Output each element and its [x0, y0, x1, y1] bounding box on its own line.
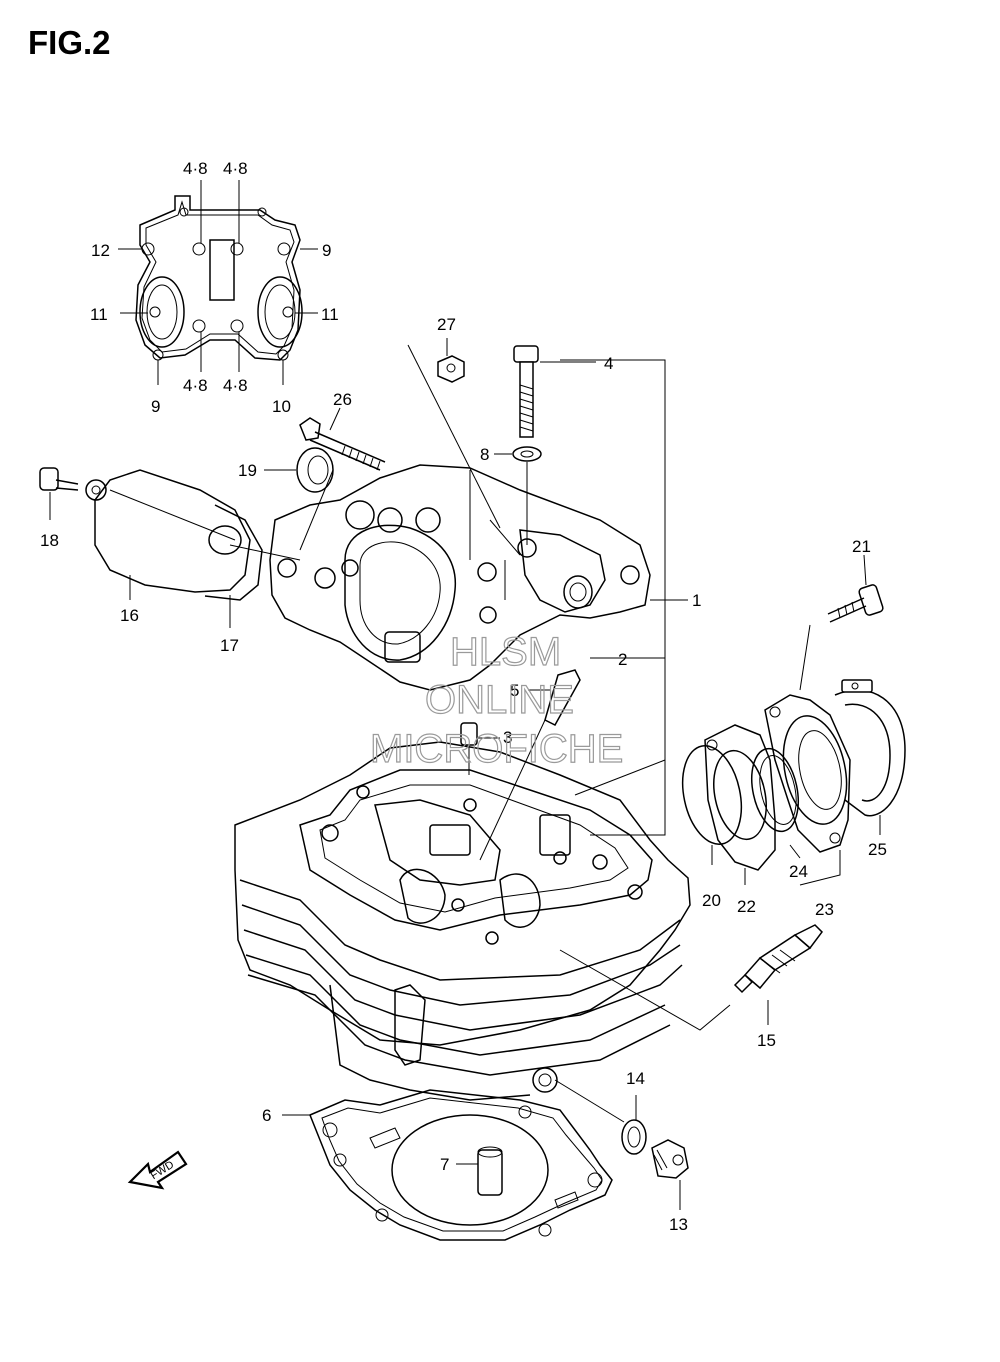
gasket-20 — [681, 744, 743, 846]
figure-title: FIG.2 — [28, 24, 111, 61]
callout-11-right: 11 — [321, 305, 339, 324]
leader-26 — [329, 407, 341, 431]
leader-washer-14 — [554, 1079, 625, 1123]
callout-17: 17 — [220, 636, 239, 655]
bolt-4 — [513, 345, 539, 438]
leader-guide-5 — [479, 719, 546, 861]
nut-27 — [437, 355, 465, 383]
fwd-arrow-icon — [127, 1150, 188, 1190]
callout-4: 4 — [604, 354, 613, 373]
callout-2: 2 — [618, 650, 627, 669]
watermark-line-2: ONLINE — [425, 678, 574, 722]
callout-8: 8 — [480, 445, 489, 464]
bracket-1 — [560, 359, 666, 836]
callout-18: 18 — [40, 531, 59, 550]
bolt-21 — [827, 584, 884, 623]
seal-19 — [296, 447, 334, 493]
callout-22: 22 — [737, 897, 756, 916]
plug-13 — [651, 1139, 689, 1179]
washer-8 — [512, 446, 542, 462]
o-ring-24 — [751, 747, 799, 833]
watermark: HLSM ONLINE MICROFICHE — [369, 629, 624, 771]
callout-26: 26 — [333, 390, 352, 409]
callout-4-8-bottom-left: 4·8 — [183, 376, 208, 395]
leader-cover-to-head — [229, 544, 301, 561]
callout-27: 27 — [437, 315, 456, 334]
clamp-25 — [834, 679, 906, 817]
callout-9-lower: 9 — [151, 397, 160, 416]
dowel-pin-7 — [477, 1146, 503, 1196]
watermark-line-3: MICROFICHE — [370, 727, 623, 771]
bolt-18 — [39, 467, 79, 491]
callout-19: 19 — [238, 461, 257, 480]
callout-21: 21 — [852, 537, 871, 556]
leader-spark-plug — [559, 949, 731, 1031]
callout-13: 13 — [669, 1215, 688, 1234]
leader-bolt-21 — [799, 624, 811, 691]
watermark-line-1: HLSM — [450, 630, 561, 674]
callout-20: 20 — [702, 891, 721, 910]
leader-to-intake — [574, 759, 666, 796]
washer-14 — [621, 1119, 647, 1155]
callout-7: 7 — [440, 1155, 449, 1174]
callout-10: 10 — [272, 397, 291, 416]
bolt-26 — [299, 417, 386, 471]
callout-11-left: 11 — [90, 305, 108, 324]
leader-seal-19 — [299, 469, 334, 551]
head-gasket-6 — [309, 1089, 613, 1241]
callout-16: 16 — [120, 606, 139, 625]
side-cover-16 — [85, 469, 251, 593]
chain-guide-5 — [544, 669, 581, 726]
callout-1: 1 — [692, 591, 701, 610]
callout-14: 14 — [626, 1069, 645, 1088]
callout-4-8-top-left: 4·8 — [183, 159, 208, 178]
callout-4-8-bottom-right: 4·8 — [223, 376, 248, 395]
callout-9-upper: 9 — [322, 241, 331, 260]
callout-24: 24 — [789, 862, 808, 881]
callout-25: 25 — [868, 840, 887, 859]
leader-nut-27 — [407, 344, 501, 529]
dowel-pin-3 — [460, 722, 478, 775]
callout-6: 6 — [262, 1106, 271, 1125]
callout-12: 12 — [91, 241, 110, 260]
leaders-intake — [711, 815, 881, 886]
callout-23: 23 — [815, 900, 834, 919]
cylinder-head-cover — [269, 464, 651, 691]
leader-21 — [863, 554, 867, 586]
callout-4-8-top-right: 4·8 — [223, 159, 248, 178]
spark-plug-15 — [733, 924, 823, 994]
gasket-17 — [204, 504, 263, 601]
inset-cover-gasket — [118, 180, 318, 385]
intake-pipe-23 — [764, 694, 851, 853]
callout-15: 15 — [757, 1031, 776, 1050]
callout-3: 3 — [503, 728, 512, 747]
cylinder-head — [234, 741, 691, 1101]
insulator-22 — [704, 724, 776, 871]
callout-5: 5 — [510, 681, 519, 700]
